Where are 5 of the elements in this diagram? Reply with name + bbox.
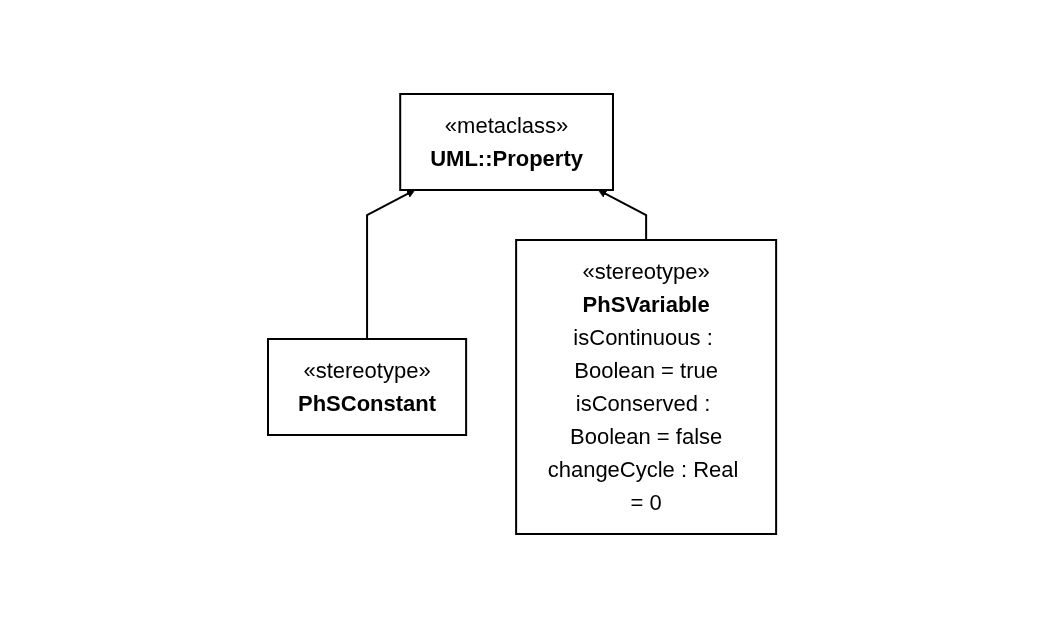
arrow bbox=[597, 189, 648, 241]
arrow bbox=[366, 189, 416, 340]
node-box: «metaclass» UML::Property bbox=[399, 93, 614, 191]
node-box: «stereotype» PhSConstant bbox=[266, 338, 468, 436]
node-box: «stereotype» PhSVariable isContinuous : Boolean = true isConserved : Boolean = false changeCycle : Real = 0 bbox=[515, 239, 778, 535]
